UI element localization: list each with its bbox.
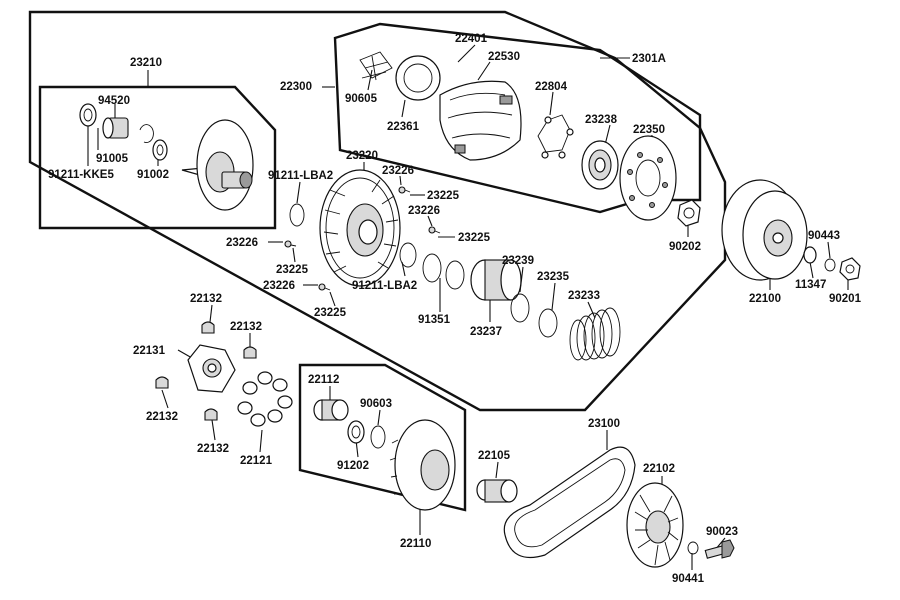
label-22361: 22361 (387, 121, 420, 133)
label-2301a: 2301A (632, 53, 666, 65)
label-23225-c: 23225 (276, 264, 309, 276)
label-23226-a: 23226 (382, 165, 414, 177)
label-22804: 22804 (535, 81, 568, 93)
label-23226-b: 23226 (408, 205, 440, 217)
label-23220: 23220 (346, 150, 378, 162)
label-22132-bottom: 22132 (197, 443, 229, 455)
outline-23210-group (38, 85, 277, 230)
label-22350: 22350 (633, 124, 665, 136)
label-94520: 94520 (98, 95, 130, 107)
label-90201: 90201 (829, 293, 862, 305)
label-22112: 22112 (308, 374, 339, 386)
label-91211-kke5: 91211-KKE5 (48, 169, 114, 181)
label-23226-c: 23226 (226, 237, 258, 249)
part-labels: 23210 94520 91005 91211-KKE5 91002 22300… (48, 33, 862, 585)
label-90605: 90605 (345, 93, 378, 105)
label-23238: 23238 (585, 114, 618, 126)
label-23233: 23233 (568, 290, 600, 302)
label-22132-top: 22132 (190, 293, 222, 305)
label-23237: 23237 (470, 326, 502, 338)
label-22401: 22401 (455, 33, 488, 45)
label-91211-lba2-bottom: 91211-LBA2 (352, 280, 417, 292)
label-23225-d: 23225 (314, 307, 347, 319)
label-90202: 90202 (669, 241, 701, 253)
label-23210: 23210 (130, 57, 162, 69)
label-23100: 23100 (588, 418, 620, 430)
label-23225-b: 23225 (458, 232, 491, 244)
label-22530: 22530 (488, 51, 520, 63)
label-91002: 91002 (137, 169, 169, 181)
label-22110: 22110 (400, 538, 431, 550)
label-91202: 91202 (337, 460, 369, 472)
label-91211-lba2-top: 91211-LBA2 (268, 170, 333, 182)
label-90443: 90443 (808, 230, 840, 242)
label-23225-a: 23225 (427, 190, 460, 202)
label-90023: 90023 (706, 526, 738, 538)
label-22132-right: 22132 (230, 321, 262, 333)
label-22121: 22121 (240, 455, 273, 467)
label-22100: 22100 (749, 293, 781, 305)
label-23239: 23239 (502, 255, 534, 267)
label-11347: 11347 (795, 279, 826, 291)
label-22131: 22131 (133, 345, 166, 357)
part-drawings (79, 51, 861, 568)
label-90603: 90603 (360, 398, 392, 410)
label-22300: 22300 (280, 81, 312, 93)
label-91005: 91005 (96, 153, 129, 165)
label-91351: 91351 (418, 314, 451, 326)
outline-22300-group (333, 22, 702, 214)
outline-22110-group (298, 363, 467, 512)
label-23226-d: 23226 (263, 280, 295, 292)
label-90441: 90441 (672, 573, 705, 585)
label-22105: 22105 (478, 450, 511, 462)
label-22132-left: 22132 (146, 411, 178, 423)
label-22102: 22102 (643, 463, 675, 475)
label-23235: 23235 (537, 271, 570, 283)
